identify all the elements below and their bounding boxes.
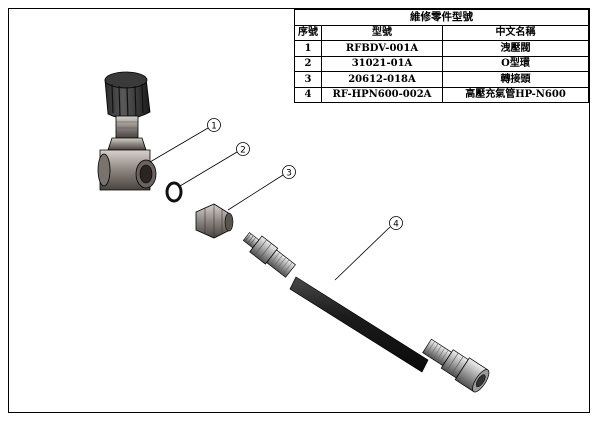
callout-3: 3 <box>227 165 296 211</box>
parts-table: 維修零件型號 序號 型號 中文名稱 1 RFBDV-001A 洩壓閥 2 310… <box>294 9 589 103</box>
callout-number: 3 <box>286 169 292 179</box>
adapter-fitting <box>195 203 234 239</box>
release-valve <box>97 71 157 191</box>
high-pressure-hose <box>242 232 490 393</box>
callout-4: 4 <box>334 216 403 281</box>
callout-number: 1 <box>211 122 217 132</box>
callout-2: 2 <box>179 142 250 187</box>
table-row: 3 20612-018A 轉接頭 <box>294 71 589 88</box>
o-ring <box>165 181 183 203</box>
table-row: 1 RFBDV-001A 洩壓閥 <box>294 40 589 57</box>
callout-number: 2 <box>240 146 246 156</box>
table-row: 4 RF-HPN600-002A 高壓充氣管HP-N600 <box>294 86 589 103</box>
callout-1: 1 <box>149 118 221 163</box>
callout-number: 4 <box>393 220 399 230</box>
row-name: 高壓充氣管HP-N600 <box>442 86 589 103</box>
drawing-frame <box>8 8 590 413</box>
row-model: RF-HPN600-002A <box>321 86 443 103</box>
